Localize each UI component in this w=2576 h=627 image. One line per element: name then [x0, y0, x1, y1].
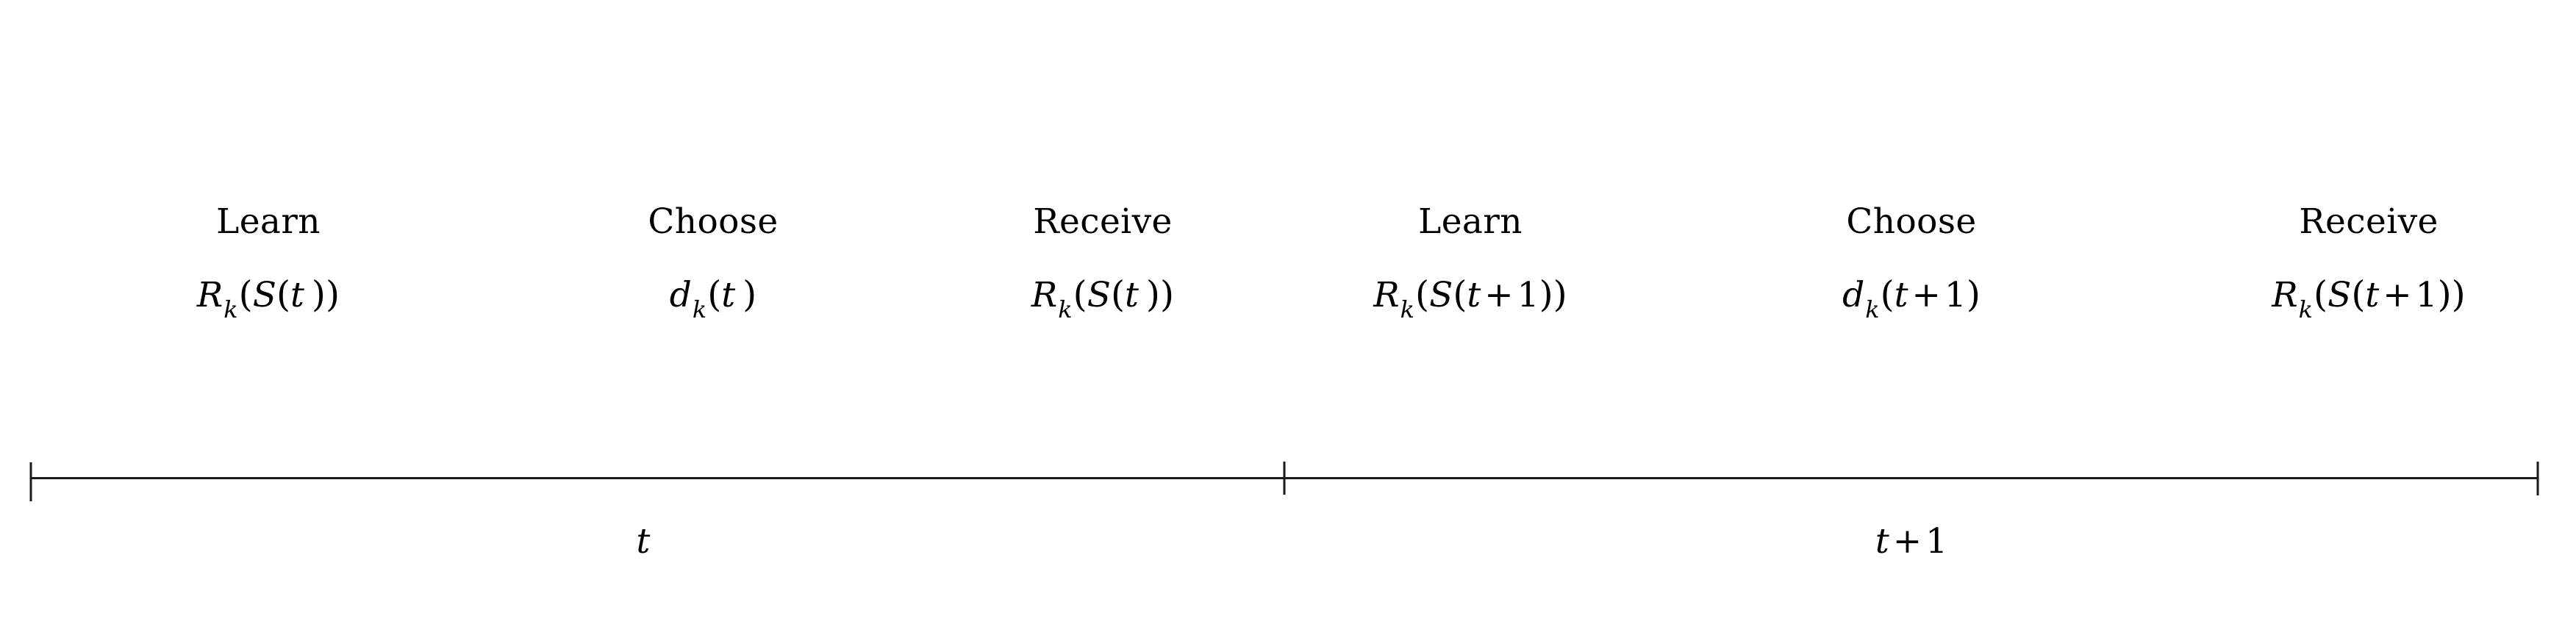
formula-open-paren-2: ( [1453, 273, 1467, 315]
formula-open-paren-2: ( [1110, 273, 1126, 315]
formula-offset: 1 [1944, 275, 1967, 315]
period-var: t [636, 521, 651, 562]
formula-plus-operator: + [2383, 275, 2412, 315]
period-label-t: t [637, 524, 658, 559]
formula-close-paren-1: ) [1966, 273, 1981, 315]
formula-argument: t [1125, 275, 1139, 315]
formula-open-paren-2: ( [276, 273, 291, 315]
formula-var: R [1373, 275, 1400, 315]
formula-close-paren-1: ) [2451, 273, 2466, 315]
formula-open-paren-2: ( [2351, 273, 2366, 315]
formula-close-paren-2: ) [311, 273, 326, 315]
period-offset: 1 [1925, 521, 1948, 562]
formula-close-paren-1: ) [1160, 273, 1175, 315]
formula-plus-operator [1139, 275, 1146, 315]
formula-var: d [669, 275, 692, 315]
formula-plus-operator [304, 275, 312, 315]
formula-close-paren-1: ) [743, 273, 757, 315]
event-formula: dk(t+1) [1842, 275, 1981, 320]
event-formula: Rk(S(t)) [196, 275, 340, 320]
formula-argument: t [2365, 275, 2380, 315]
formula-subscript: k [1058, 295, 1073, 323]
formula-plus-operator [735, 275, 743, 315]
event-column-5: Choose dk(t+1) [1842, 201, 1981, 321]
formula-argument: t [1467, 275, 1481, 315]
formula-argument: t [721, 275, 736, 315]
event-formula: Rk(S(t)) [1031, 275, 1174, 320]
formula-argument: t [290, 275, 304, 315]
formula-open-paren-1: ( [1415, 273, 1430, 315]
period-label-t-plus-1: t+1 [1875, 524, 1947, 559]
timeline-tick-start [29, 462, 32, 501]
formula-close-paren-2: ) [1145, 273, 1161, 315]
formula-inner-var: S [252, 275, 276, 315]
timeline-tick-end [2536, 462, 2539, 495]
formula-offset: 1 [2415, 275, 2438, 315]
event-formula: Rk(S(t+1)) [2272, 275, 2465, 320]
event-label: Learn [216, 201, 321, 242]
event-formula: Rk(S(t+1)) [1373, 275, 1567, 320]
formula-subscript: k [692, 295, 707, 323]
formula-subscript: k [1400, 295, 1415, 323]
formula-offset: 1 [1517, 275, 1539, 315]
event-column-1: Learn Rk(S(t)) [196, 201, 340, 321]
formula-subscript: k [1865, 295, 1880, 323]
formula-subscript: k [2298, 295, 2314, 323]
formula-plus-operator: + [1911, 275, 1941, 315]
formula-var: R [2272, 275, 2298, 315]
event-label: Receive [2299, 201, 2439, 242]
formula-close-paren-1: ) [326, 273, 340, 315]
period-plus-operator [650, 521, 657, 562]
formula-open-paren-1: ( [2314, 273, 2328, 315]
period-plus-operator: + [1892, 521, 1922, 562]
formula-open-paren-1: ( [1880, 273, 1895, 315]
timeline-tick-middle [1283, 462, 1286, 495]
event-label: Learn [1418, 201, 1523, 242]
event-column-6: Receive Rk(S(t+1)) [2272, 201, 2465, 321]
formula-var: R [196, 275, 223, 315]
formula-open-paren-1: ( [707, 273, 722, 315]
event-column-3: Receive Rk(S(t)) [1031, 201, 1174, 321]
event-label: Choose [648, 201, 779, 242]
event-column-2: Choose dk(t) [648, 201, 779, 321]
event-formula: dk(t) [648, 275, 778, 320]
formula-inner-var: S [1429, 275, 1453, 315]
period-var: t [1875, 521, 1889, 562]
formula-inner-var: S [1087, 275, 1111, 315]
formula-var: R [1031, 275, 1058, 315]
formula-close-paren-2: ) [1539, 273, 1553, 315]
formula-plus-operator: + [1484, 275, 1514, 315]
formula-open-paren-1: ( [1073, 273, 1087, 315]
formula-open-paren-1: ( [238, 273, 253, 315]
formula-close-paren-1: ) [1553, 273, 1567, 315]
formula-inner-var: S [2328, 275, 2352, 315]
formula-argument: t [1894, 275, 1908, 315]
formula-var: d [1842, 275, 1865, 315]
event-column-4: Learn Rk(S(t+1)) [1373, 201, 1567, 321]
formula-subscript: k [223, 295, 238, 323]
formula-close-paren-2: ) [2437, 273, 2452, 315]
event-label: Receive [1033, 201, 1173, 242]
event-label: Choose [1846, 201, 1977, 242]
